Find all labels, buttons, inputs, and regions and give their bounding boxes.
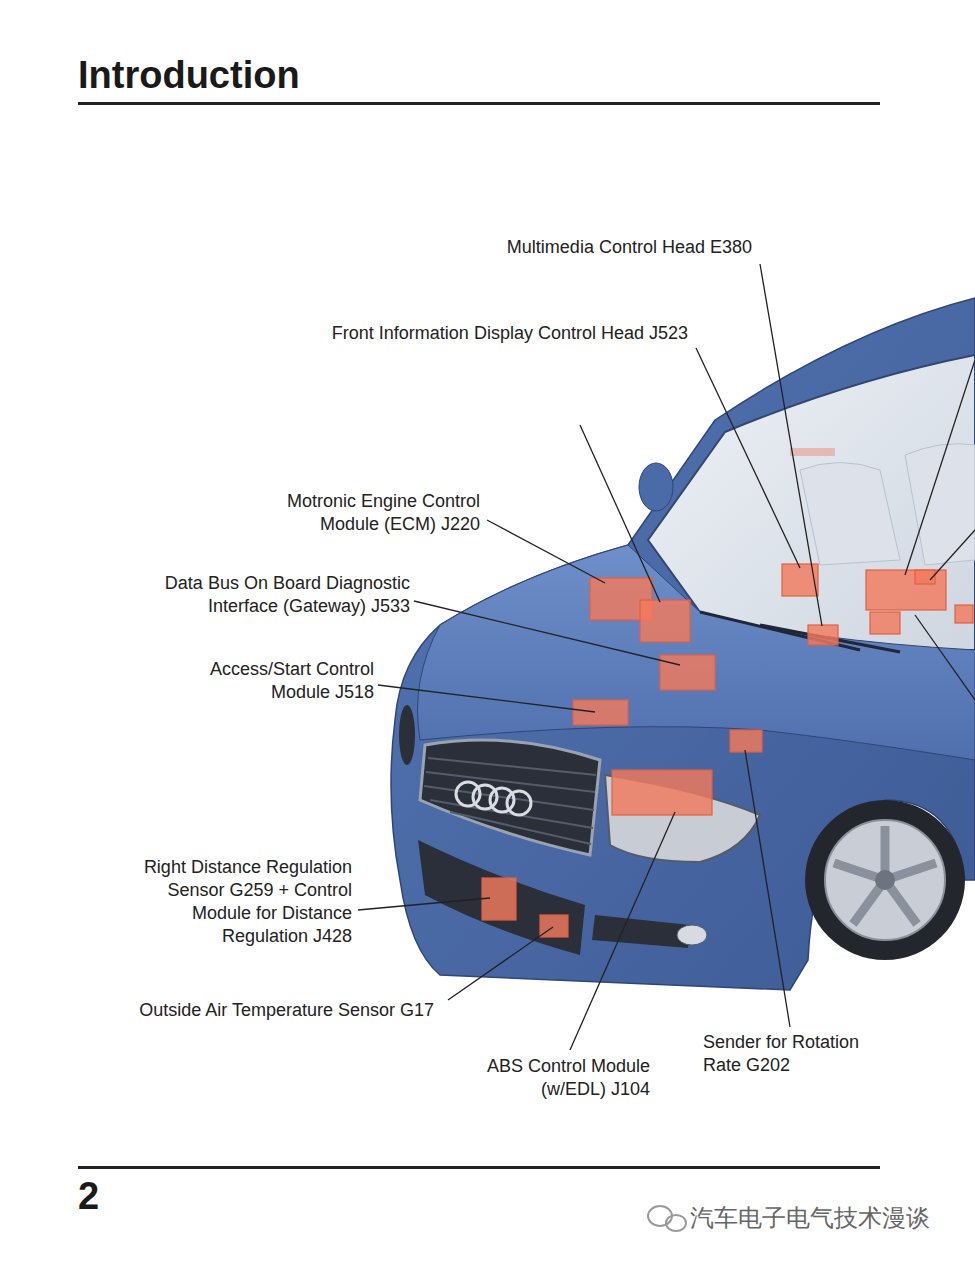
part-label: Data Bus On Board Diagnostic Interface (… bbox=[128, 572, 410, 618]
leader-lines bbox=[358, 264, 975, 1050]
part-label: Sender for Rotation Rate G202 bbox=[703, 1031, 893, 1077]
grille-bars bbox=[424, 758, 596, 844]
rim bbox=[825, 820, 945, 940]
lower-grille bbox=[418, 840, 585, 955]
hub bbox=[875, 870, 895, 890]
windshield bbox=[648, 355, 975, 650]
part-label: Outside Air Temperature Sensor G17 bbox=[74, 999, 434, 1022]
seat bbox=[800, 463, 900, 566]
footer-rule bbox=[78, 1166, 880, 1169]
car-body bbox=[391, 298, 975, 990]
part-label: Motronic Engine Control Module (ECM) J22… bbox=[248, 490, 480, 536]
side-light bbox=[399, 705, 415, 765]
dash-strip bbox=[790, 448, 835, 456]
logo-rings bbox=[456, 782, 531, 815]
grille bbox=[420, 740, 600, 855]
part-label: Front Information Display Control Head J… bbox=[258, 322, 688, 345]
watermark-icon bbox=[648, 1206, 686, 1231]
page-title: Introduction bbox=[78, 52, 300, 98]
watermark: 汽车电子电气技术漫谈 bbox=[690, 1204, 970, 1232]
part-label: Right Distance Regulation Sensor G259 + … bbox=[116, 856, 352, 948]
part-label: Access/Start Control Module J518 bbox=[180, 658, 374, 704]
header-rule bbox=[78, 102, 880, 105]
hood bbox=[418, 545, 975, 760]
seat bbox=[905, 444, 975, 565]
tire bbox=[805, 800, 965, 960]
wiper bbox=[700, 612, 860, 650]
air-intake bbox=[592, 915, 690, 948]
mirror bbox=[639, 463, 673, 511]
part-label: ABS Control Module (w/EDL) J104 bbox=[452, 1055, 650, 1101]
fog-light bbox=[677, 925, 707, 945]
module-boxes bbox=[482, 564, 973, 937]
page-number: 2 bbox=[78, 1174, 138, 1218]
rim-spokes bbox=[834, 826, 936, 924]
part-label: Multimedia Control Head E380 bbox=[452, 236, 752, 259]
